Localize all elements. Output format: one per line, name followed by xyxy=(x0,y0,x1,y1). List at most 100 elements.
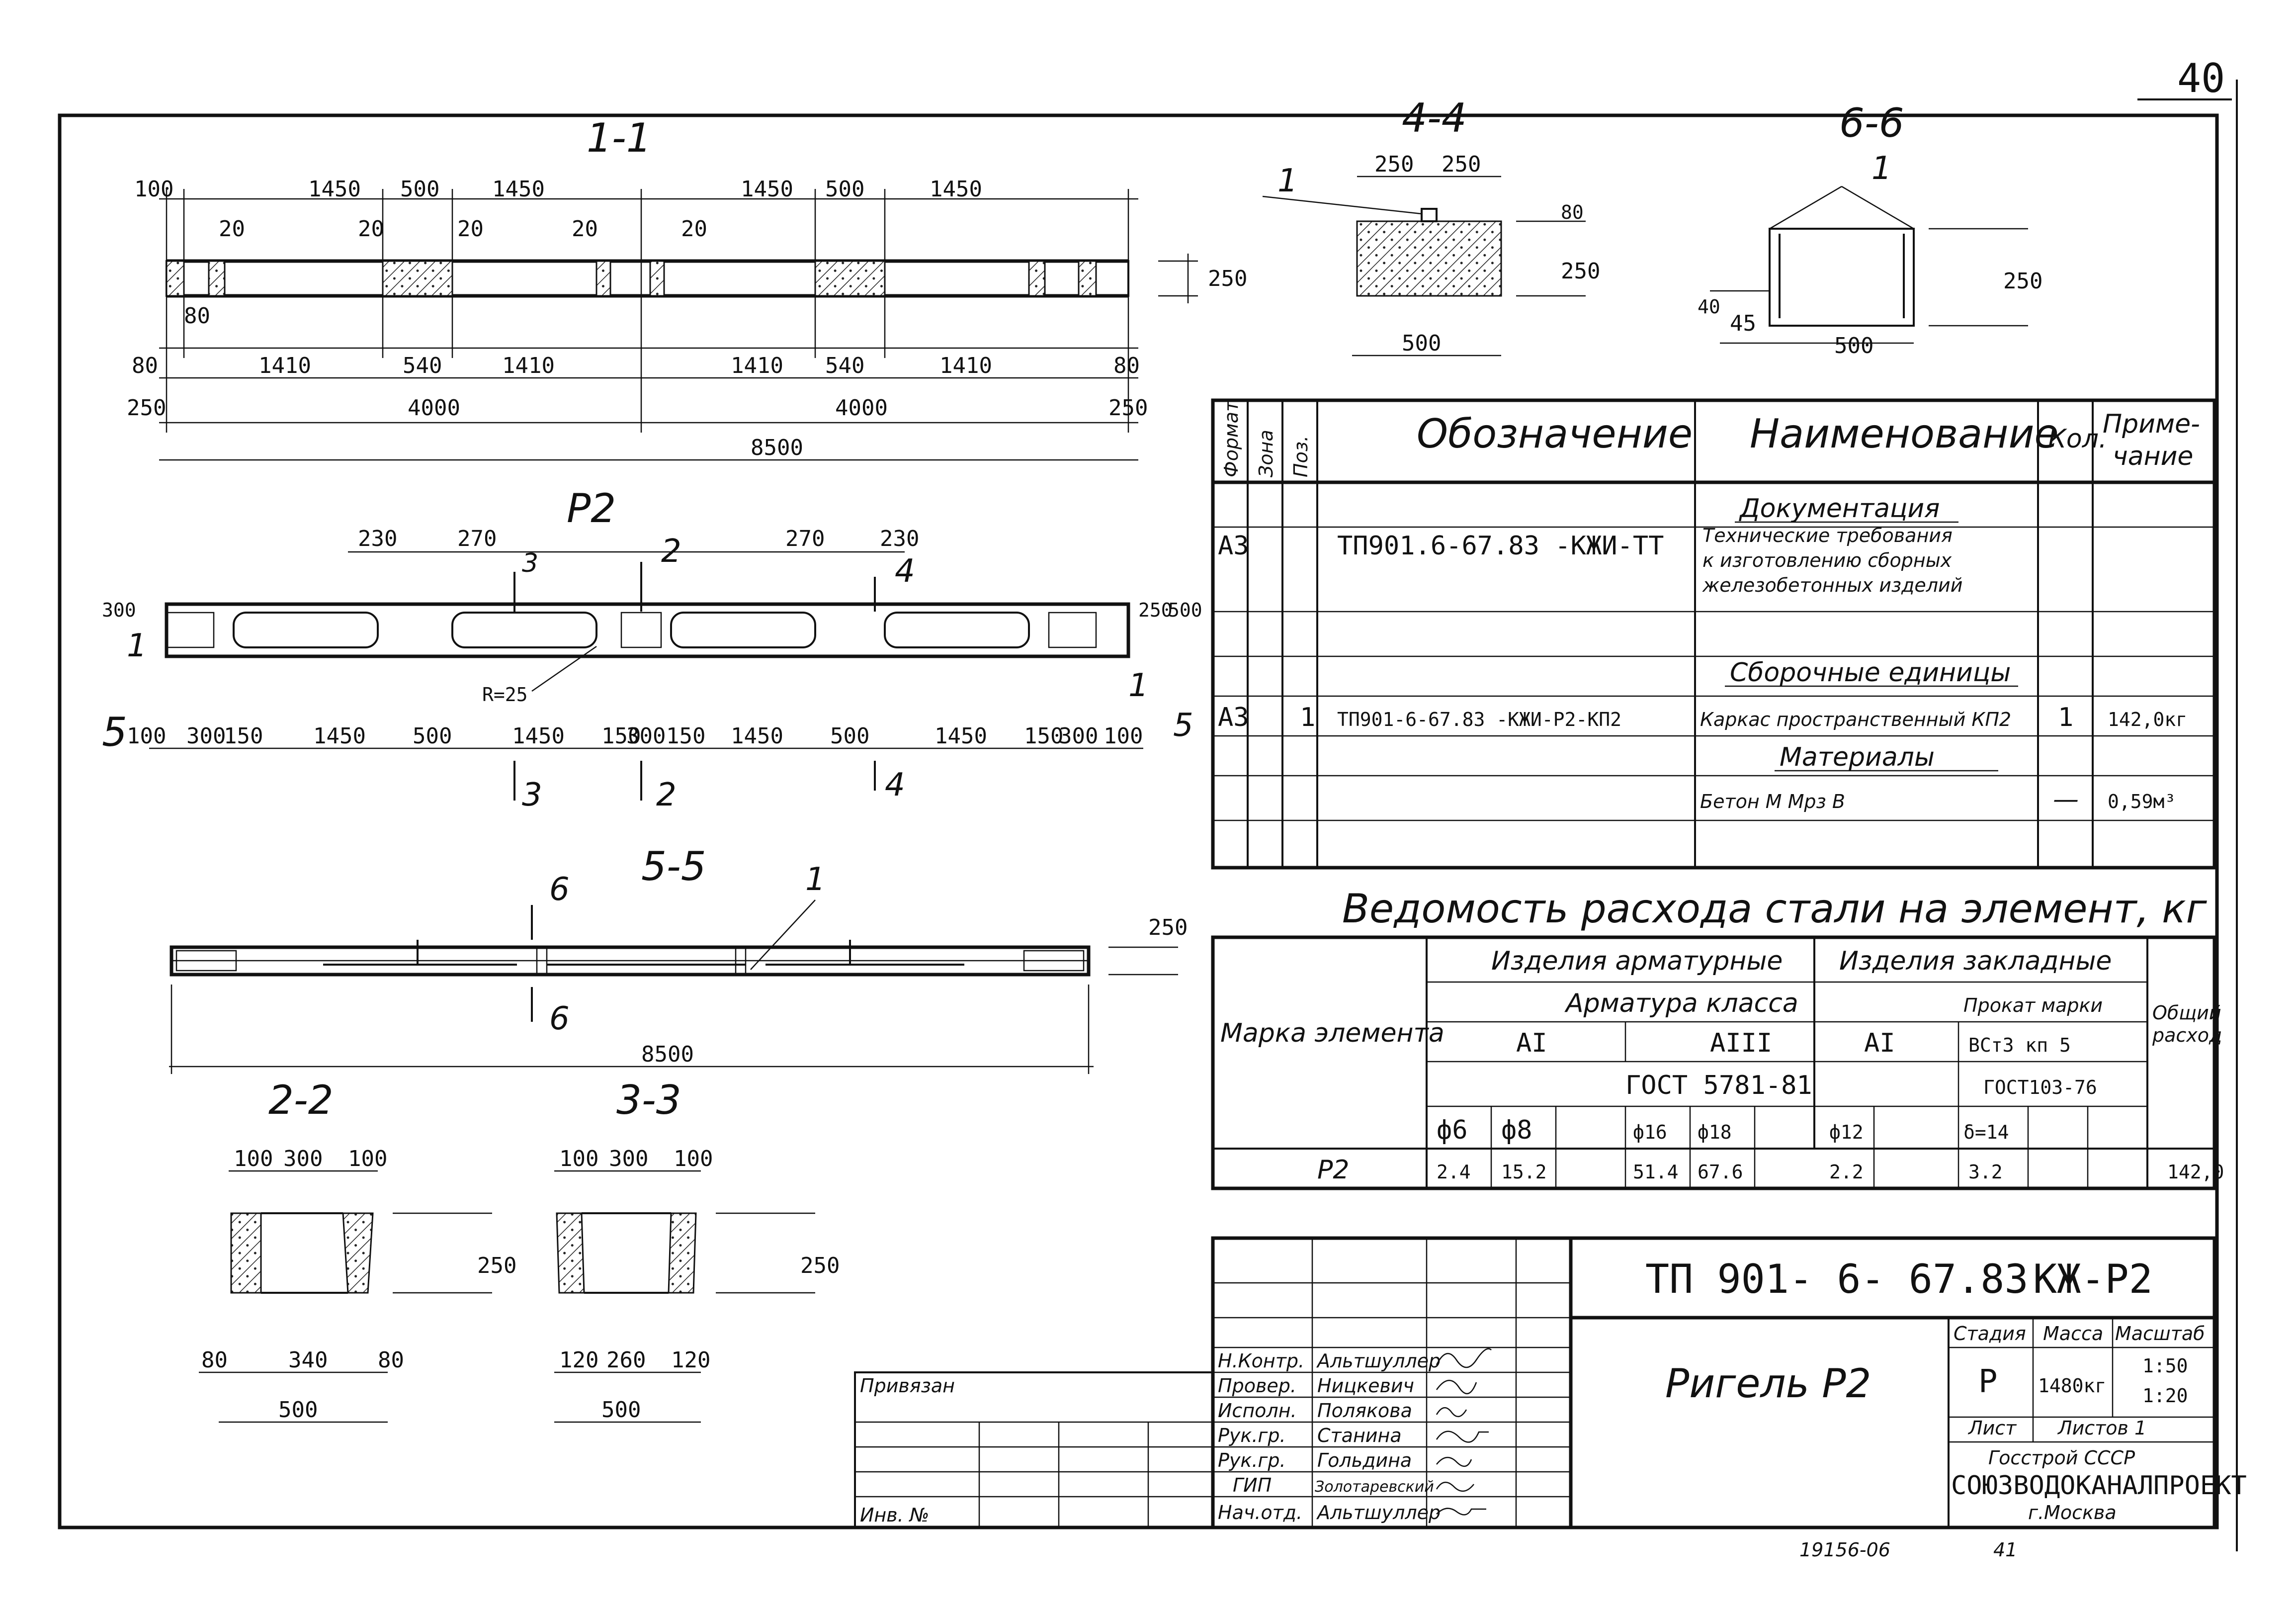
svg-text:чание: чание xyxy=(2113,442,2193,471)
svg-text:Стадия: Стадия xyxy=(1954,1323,2026,1345)
svg-text:500: 500 xyxy=(601,1397,641,1423)
steel-table: Марка элемента Изделия арматурные Издели… xyxy=(1211,935,2224,1190)
svg-text:80: 80 xyxy=(1561,201,1584,223)
svg-text:Полякова: Полякова xyxy=(1317,1400,1412,1422)
svg-text:67.6: 67.6 xyxy=(1698,1161,1743,1183)
svg-text:Изделия закладные: Изделия закладные xyxy=(1839,946,2112,976)
section-1-1-beam xyxy=(166,259,1129,298)
svg-text:8500: 8500 xyxy=(641,1042,694,1067)
svg-text:АIII: АIII xyxy=(1710,1028,1772,1058)
svg-text:Арматура класса: Арматура класса xyxy=(1564,988,1798,1018)
section-1-1-top-dims: 100 1450 500 1450 1450 500 1450 20 20 20… xyxy=(134,177,982,329)
svg-text:ТП901.6-67.83 -КЖИ-ТТ: ТП901.6-67.83 -КЖИ-ТТ xyxy=(1337,531,1664,561)
section-1-1-dimlines xyxy=(159,189,1198,433)
plan-cut-marks: 3 2 4 3 2 4 1 1 5 5 xyxy=(102,533,1193,813)
svg-text:1: 1 xyxy=(1300,703,1315,732)
svg-text:Марка элемента: Марка элемента xyxy=(1220,1018,1445,1048)
svg-text:Поз.: Поз. xyxy=(1290,436,1312,477)
svg-text:80: 80 xyxy=(378,1347,404,1373)
svg-text:1410: 1410 xyxy=(731,353,783,378)
svg-text:Общий: Общий xyxy=(2152,1002,2221,1024)
svg-text:250: 250 xyxy=(2003,269,2042,294)
svg-text:500: 500 xyxy=(413,723,452,749)
svg-text:Бетон М Мрз В: Бетон М Мрз В xyxy=(1700,791,1845,812)
svg-text:1480кг: 1480кг xyxy=(2038,1375,2106,1397)
svg-text:Н.Контр.: Н.Контр. xyxy=(1218,1350,1304,1372)
svg-text:20: 20 xyxy=(457,216,484,242)
svg-text:340: 340 xyxy=(288,1347,328,1373)
section-1-1-bottom-dims: 80 1410 540 1410 1410 540 1410 80 250 40… xyxy=(127,266,1247,460)
svg-text:1: 1 xyxy=(805,861,826,898)
svg-text:80: 80 xyxy=(132,353,158,378)
svg-text:Прокат марки: Прокат марки xyxy=(1963,994,2103,1016)
svg-text:80: 80 xyxy=(1113,353,1140,378)
svg-text:250: 250 xyxy=(800,1253,840,1278)
svg-text:Лист: Лист xyxy=(1967,1417,2017,1439)
svg-text:Зона: Зона xyxy=(1255,430,1277,477)
svg-text:120: 120 xyxy=(671,1347,710,1373)
svg-text:Масса: Масса xyxy=(2043,1323,2103,1345)
svg-text:270: 270 xyxy=(785,526,825,551)
svg-text:5: 5 xyxy=(102,709,127,755)
plan-dims: 230 270 270 230 R=25 100 300 150 1450 50… xyxy=(102,526,1202,749)
svg-text:250: 250 xyxy=(127,395,166,421)
svg-text:150: 150 xyxy=(601,723,641,749)
svg-text:ТП901-6-67.83 -КЖИ-Р2-КП2: ТП901-6-67.83 -КЖИ-Р2-КП2 xyxy=(1337,709,1621,730)
svg-text:4000: 4000 xyxy=(408,395,460,421)
svg-text:150: 150 xyxy=(1024,723,1063,749)
sheet-number: 40 xyxy=(2177,55,2225,101)
signatures xyxy=(1436,1348,1492,1516)
svg-text:100: 100 xyxy=(234,1146,273,1171)
svg-text:ф8: ф8 xyxy=(1501,1115,1532,1145)
svg-text:Исполн.: Исполн. xyxy=(1218,1400,1297,1422)
svg-text:ф16: ф16 xyxy=(1633,1121,1667,1143)
svg-text:А3: А3 xyxy=(1218,703,1249,732)
svg-text:300: 300 xyxy=(1059,723,1098,749)
section-5-5-title: 5-5 xyxy=(641,843,706,890)
svg-text:Ницкевич: Ницкевич xyxy=(1317,1375,1414,1397)
svg-text:51.4: 51.4 xyxy=(1633,1161,1679,1183)
svg-text:500: 500 xyxy=(1834,333,1873,359)
svg-text:250: 250 xyxy=(477,1253,516,1278)
svg-text:500: 500 xyxy=(830,723,869,749)
svg-text:Инв. №: Инв. № xyxy=(860,1504,929,1526)
svg-text:250: 250 xyxy=(1561,259,1600,284)
section-1-1-total: 8500 xyxy=(751,435,803,460)
svg-text:к изготовлению сборных: к изготовлению сборных xyxy=(1702,549,1952,571)
section-5-5-beam xyxy=(170,940,1091,977)
svg-text:1450: 1450 xyxy=(930,177,982,202)
svg-text:1410: 1410 xyxy=(502,353,555,378)
section-3-3-title: 3-3 xyxy=(616,1077,681,1123)
svg-text:250: 250 xyxy=(1148,915,1188,940)
svg-text:2.4: 2.4 xyxy=(1437,1161,1471,1183)
svg-text:1450: 1450 xyxy=(492,177,545,202)
svg-text:ГИП: ГИП xyxy=(1233,1474,1272,1496)
section-6-6-title: 6-6 xyxy=(1839,100,1904,146)
svg-text:АI: АI xyxy=(1864,1028,1895,1058)
svg-text:230: 230 xyxy=(358,526,397,551)
svg-text:КЖ-Р2: КЖ-Р2 xyxy=(2033,1256,2153,1302)
svg-text:1: 1 xyxy=(127,628,147,664)
section-2-2-drawing: 100 300 100 80 340 80 500 250 xyxy=(199,1146,516,1423)
svg-text:Р: Р xyxy=(1978,1363,1998,1400)
steel-table-title: Ведомость расхода стали на элемент, кг xyxy=(1342,886,2208,932)
svg-text:230: 230 xyxy=(880,526,919,551)
svg-text:Альтшуллер: Альтшуллер xyxy=(1316,1350,1441,1372)
svg-text:500: 500 xyxy=(1402,331,1441,356)
svg-text:100: 100 xyxy=(134,177,173,202)
svg-text:250: 250 xyxy=(1374,152,1414,177)
svg-text:Технические требования: Технические требования xyxy=(1702,525,1953,546)
svg-text:ВСт3 кп 5: ВСт3 кп 5 xyxy=(1968,1034,2071,1056)
svg-text:Документация: Документация xyxy=(1739,494,1940,524)
svg-text:300: 300 xyxy=(283,1146,323,1171)
svg-text:Сборочные единицы: Сборочные единицы xyxy=(1730,658,2011,688)
svg-text:150: 150 xyxy=(224,723,263,749)
svg-text:1450: 1450 xyxy=(731,723,783,749)
svg-text:Рук.гр.: Рук.гр. xyxy=(1218,1449,1286,1471)
svg-text:20: 20 xyxy=(358,216,384,242)
svg-text:260: 260 xyxy=(606,1347,646,1373)
svg-text:500: 500 xyxy=(825,177,864,202)
svg-text:Гольдина: Гольдина xyxy=(1317,1449,1412,1471)
svg-text:0,59м³: 0,59м³ xyxy=(2108,791,2176,812)
